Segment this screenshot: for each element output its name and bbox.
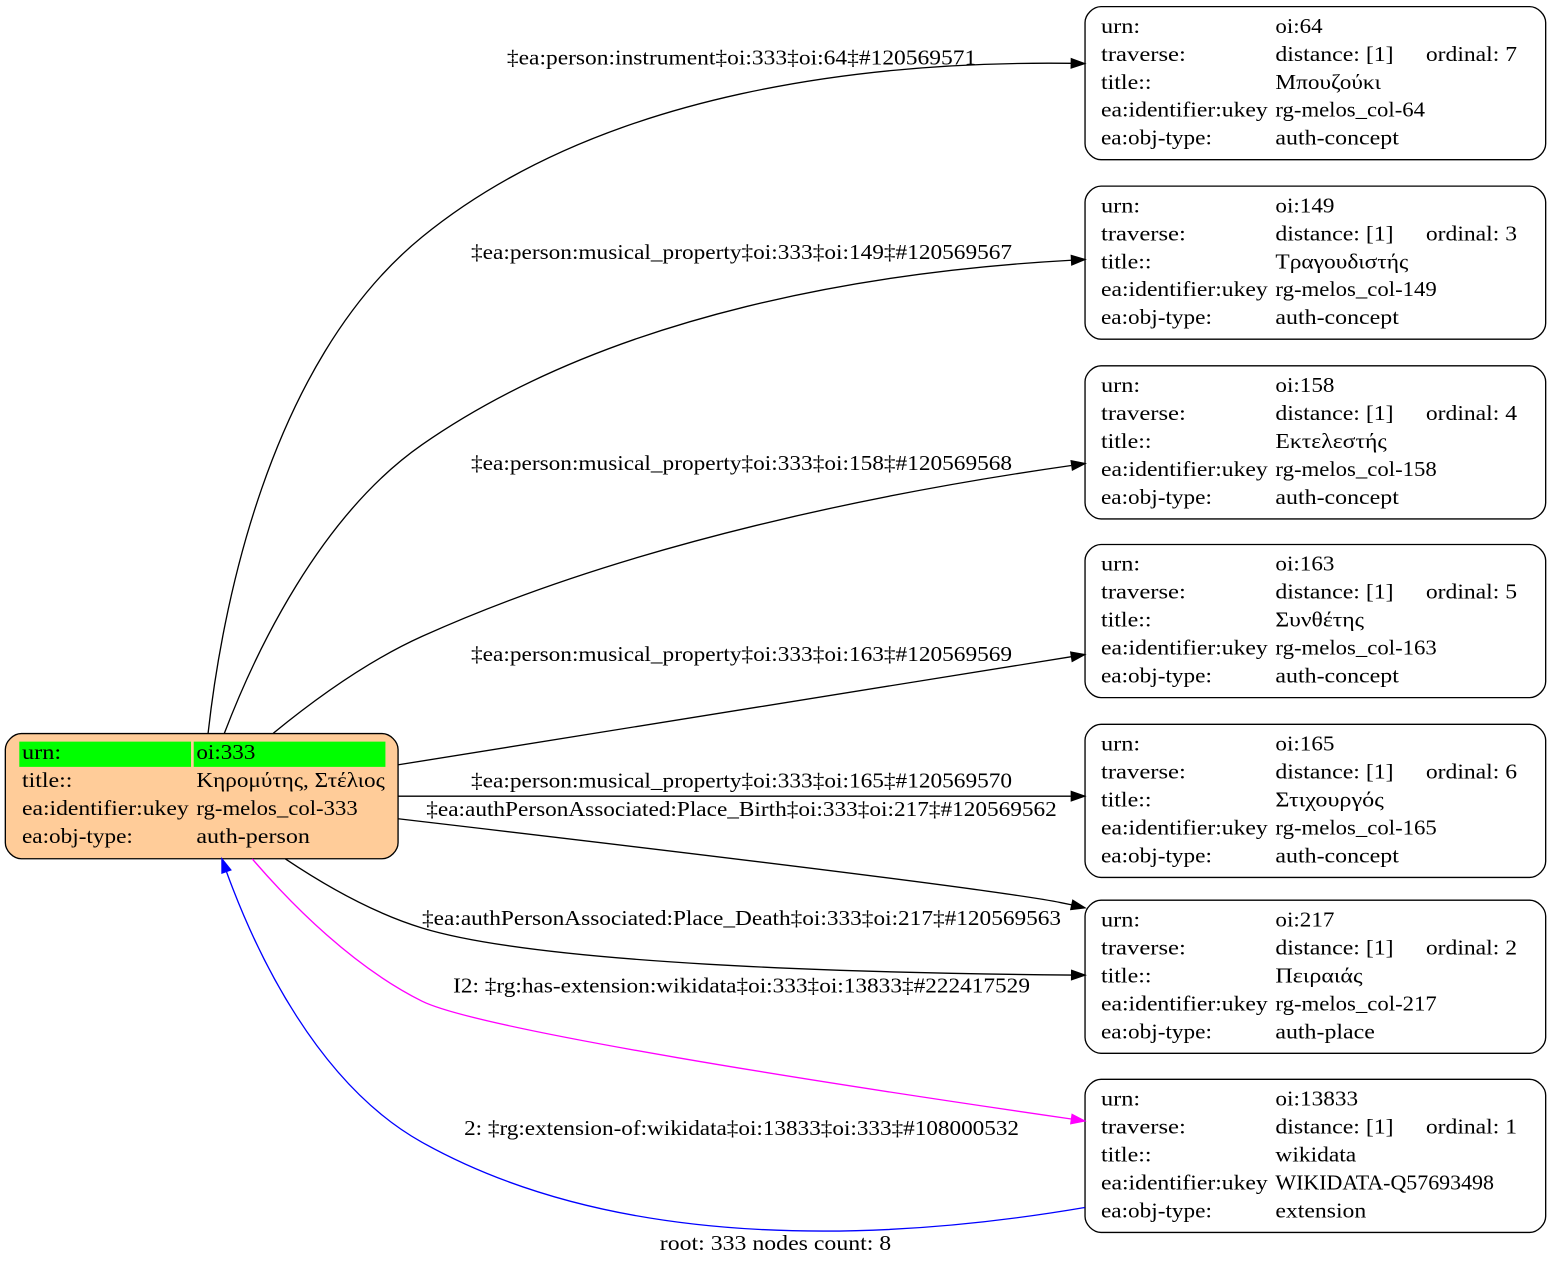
svg-text:distance: [1]: distance: [1] <box>1275 223 1393 245</box>
svg-text:ea:obj-type:: ea:obj-type: <box>1101 666 1212 688</box>
svg-text:ea:identifier:ukey: ea:identifier:ukey <box>1101 1172 1268 1194</box>
svg-text:traverse:: traverse: <box>1101 223 1186 245</box>
svg-text:urn:: urn: <box>22 742 61 764</box>
svg-text:urn:: urn: <box>1101 195 1140 217</box>
svg-text:oi:158: oi:158 <box>1275 375 1334 397</box>
svg-text:auth-concept: auth-concept <box>1275 128 1399 150</box>
svg-text:traverse:: traverse: <box>1101 582 1186 604</box>
svg-text:oi:64: oi:64 <box>1275 16 1323 38</box>
svg-text:Μπουζούκι: Μπουζούκι <box>1275 72 1381 94</box>
svg-text:urn:: urn: <box>1101 1089 1140 1111</box>
svg-text:urn:: urn: <box>1101 16 1140 38</box>
svg-text:rg-melos_col-149: rg-melos_col-149 <box>1275 279 1436 301</box>
svg-text:I2: ‡rg:has-extension:wikidata: I2: ‡rg:has-extension:wikidata‡oi:333‡oi… <box>453 976 1030 998</box>
svg-text:rg-melos_col-158: rg-melos_col-158 <box>1275 459 1436 481</box>
svg-text:ea:obj-type:: ea:obj-type: <box>1101 487 1212 509</box>
svg-text:rg-melos_col-165: rg-melos_col-165 <box>1275 817 1436 839</box>
svg-text:ea:obj-type:: ea:obj-type: <box>22 826 133 848</box>
svg-text:urn:: urn: <box>1101 909 1140 931</box>
svg-text:ea:identifier:ukey: ea:identifier:ukey <box>1101 459 1268 481</box>
svg-text:traverse:: traverse: <box>1101 761 1186 783</box>
svg-text:‡ea:person:musical_property‡oi: ‡ea:person:musical_property‡oi:333‡oi:16… <box>471 644 1012 666</box>
svg-text:‡ea:person:musical_property‡oi: ‡ea:person:musical_property‡oi:333‡oi:15… <box>471 453 1012 475</box>
svg-text:rg-melos_col-217: rg-melos_col-217 <box>1275 993 1436 1015</box>
svg-text:title::: title:: <box>1101 610 1151 632</box>
svg-text:traverse:: traverse: <box>1101 403 1186 425</box>
svg-text:ea:identifier:ukey: ea:identifier:ukey <box>1101 100 1268 122</box>
svg-text:oi:165: oi:165 <box>1275 734 1334 756</box>
svg-text:auth-concept: auth-concept <box>1275 487 1399 509</box>
svg-text:title::: title:: <box>1101 965 1151 987</box>
svg-text:ordinal: 7: ordinal: 7 <box>1426 44 1517 66</box>
svg-text:ea:identifier:ukey: ea:identifier:ukey <box>1101 993 1268 1015</box>
svg-text:‡ea:person:instrument‡oi:333‡o: ‡ea:person:instrument‡oi:333‡oi:64‡#1205… <box>507 47 976 69</box>
svg-text:distance: [1]: distance: [1] <box>1275 1116 1393 1138</box>
svg-text:traverse:: traverse: <box>1101 44 1186 66</box>
svg-text:wikidata: wikidata <box>1275 1144 1356 1166</box>
svg-text:‡ea:person:musical_property‡oi: ‡ea:person:musical_property‡oi:333‡oi:16… <box>471 771 1012 793</box>
svg-text:‡ea:authPersonAssociated:Place: ‡ea:authPersonAssociated:Place_Birth‡oi:… <box>426 799 1057 821</box>
svg-text:auth-place: auth-place <box>1275 1021 1374 1043</box>
svg-text:ea:obj-type:: ea:obj-type: <box>1101 1200 1212 1222</box>
svg-text:ordinal: 3: ordinal: 3 <box>1426 223 1517 245</box>
svg-text:ordinal: 6: ordinal: 6 <box>1426 761 1517 783</box>
svg-text:ordinal: 5: ordinal: 5 <box>1426 582 1517 604</box>
svg-text:ea:identifier:ukey: ea:identifier:ukey <box>1101 817 1268 839</box>
svg-text:title::: title:: <box>1101 72 1151 94</box>
svg-text:ea:obj-type:: ea:obj-type: <box>1101 845 1212 867</box>
svg-text:Συνθέτης: Συνθέτης <box>1275 610 1365 632</box>
svg-text:WIKIDATA-Q57693498: WIKIDATA-Q57693498 <box>1275 1172 1494 1194</box>
svg-text:ea:identifier:ukey: ea:identifier:ukey <box>1101 638 1268 660</box>
svg-text:distance: [1]: distance: [1] <box>1275 761 1393 783</box>
svg-text:oi:149: oi:149 <box>1275 195 1334 217</box>
svg-text:oi:163: oi:163 <box>1275 554 1334 576</box>
svg-text:title::: title:: <box>1101 789 1151 811</box>
svg-text:root: 333 nodes count: 8: root: 333 nodes count: 8 <box>660 1233 891 1255</box>
svg-text:rg-melos_col-333: rg-melos_col-333 <box>196 798 357 820</box>
svg-text:rg-melos_col-64: rg-melos_col-64 <box>1275 100 1425 122</box>
svg-text:ordinal: 4: ordinal: 4 <box>1426 403 1518 425</box>
svg-text:ordinal: 1: ordinal: 1 <box>1426 1116 1517 1138</box>
svg-text:traverse:: traverse: <box>1101 937 1186 959</box>
svg-text:ea:obj-type:: ea:obj-type: <box>1101 1021 1212 1043</box>
svg-text:Τραγουδιστής: Τραγουδιστής <box>1275 251 1409 273</box>
svg-text:rg-melos_col-163: rg-melos_col-163 <box>1275 638 1436 660</box>
svg-text:auth-concept: auth-concept <box>1275 307 1399 329</box>
svg-text:ea:identifier:ukey: ea:identifier:ukey <box>22 798 189 820</box>
svg-text:ea:identifier:ukey: ea:identifier:ukey <box>1101 279 1268 301</box>
svg-text:distance: [1]: distance: [1] <box>1275 44 1393 66</box>
svg-text:title::: title:: <box>1101 1144 1151 1166</box>
svg-text:oi:333: oi:333 <box>196 742 255 764</box>
svg-text:title::: title:: <box>1101 251 1151 273</box>
svg-text:extension: extension <box>1275 1200 1367 1222</box>
svg-text:Πειραιάς: Πειραιάς <box>1275 965 1363 987</box>
svg-text:auth-person: auth-person <box>196 826 310 848</box>
svg-text:title::: title:: <box>1101 431 1151 453</box>
svg-text:‡ea:person:musical_property‡oi: ‡ea:person:musical_property‡oi:333‡oi:14… <box>471 242 1012 264</box>
svg-text:distance: [1]: distance: [1] <box>1275 403 1393 425</box>
svg-text:distance: [1]: distance: [1] <box>1275 937 1393 959</box>
svg-text:title::: title:: <box>22 770 72 792</box>
svg-text:urn:: urn: <box>1101 734 1140 756</box>
svg-text:ea:obj-type:: ea:obj-type: <box>1101 307 1212 329</box>
svg-text:Στιχουργός: Στιχουργός <box>1275 789 1384 811</box>
svg-text:oi:13833: oi:13833 <box>1275 1089 1358 1111</box>
svg-text:oi:217: oi:217 <box>1275 909 1334 931</box>
svg-text:auth-concept: auth-concept <box>1275 845 1399 867</box>
svg-text:2: ‡rg:extension-of:wikidata‡o: 2: ‡rg:extension-of:wikidata‡oi:13833‡oi… <box>464 1118 1019 1140</box>
svg-text:ea:obj-type:: ea:obj-type: <box>1101 128 1212 150</box>
svg-text:urn:: urn: <box>1101 554 1140 576</box>
svg-text:ordinal: 2: ordinal: 2 <box>1426 937 1517 959</box>
svg-text:‡ea:authPersonAssociated:Place: ‡ea:authPersonAssociated:Place_Death‡oi:… <box>422 908 1061 930</box>
svg-text:distance: [1]: distance: [1] <box>1275 582 1393 604</box>
svg-text:auth-concept: auth-concept <box>1275 666 1399 688</box>
svg-text:Κηρομύτης, Στέλιος: Κηρομύτης, Στέλιος <box>196 770 385 792</box>
svg-text:Εκτελεστής: Εκτελεστής <box>1275 431 1387 453</box>
svg-text:traverse:: traverse: <box>1101 1116 1186 1138</box>
svg-text:urn:: urn: <box>1101 375 1140 397</box>
